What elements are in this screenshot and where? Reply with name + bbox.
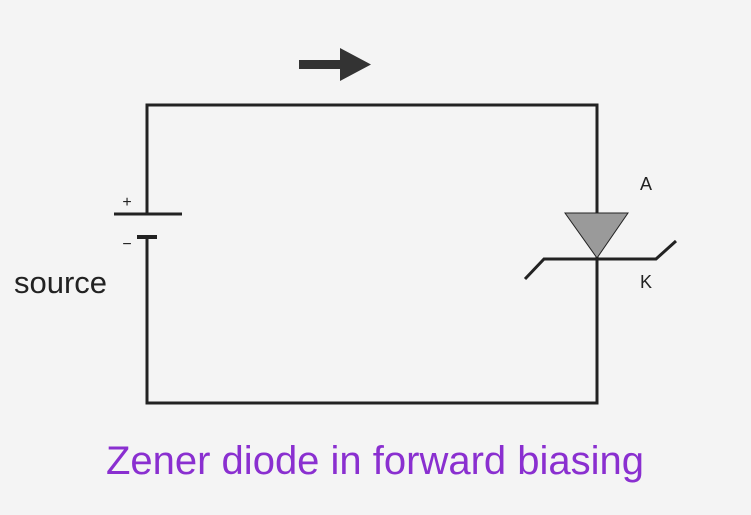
circuit-wire xyxy=(145,103,599,405)
current-arrow-icon xyxy=(299,48,371,81)
plus-sign: + xyxy=(122,194,131,211)
anode-label: A xyxy=(640,174,652,194)
zener-diode-symbol-icon xyxy=(523,212,678,281)
source-label: source xyxy=(14,265,107,300)
minus-sign: − xyxy=(122,236,131,253)
battery-symbol-icon xyxy=(114,212,182,239)
diagram-caption: Zener diode in forward biasing xyxy=(106,439,644,483)
cathode-label: K xyxy=(640,272,652,292)
